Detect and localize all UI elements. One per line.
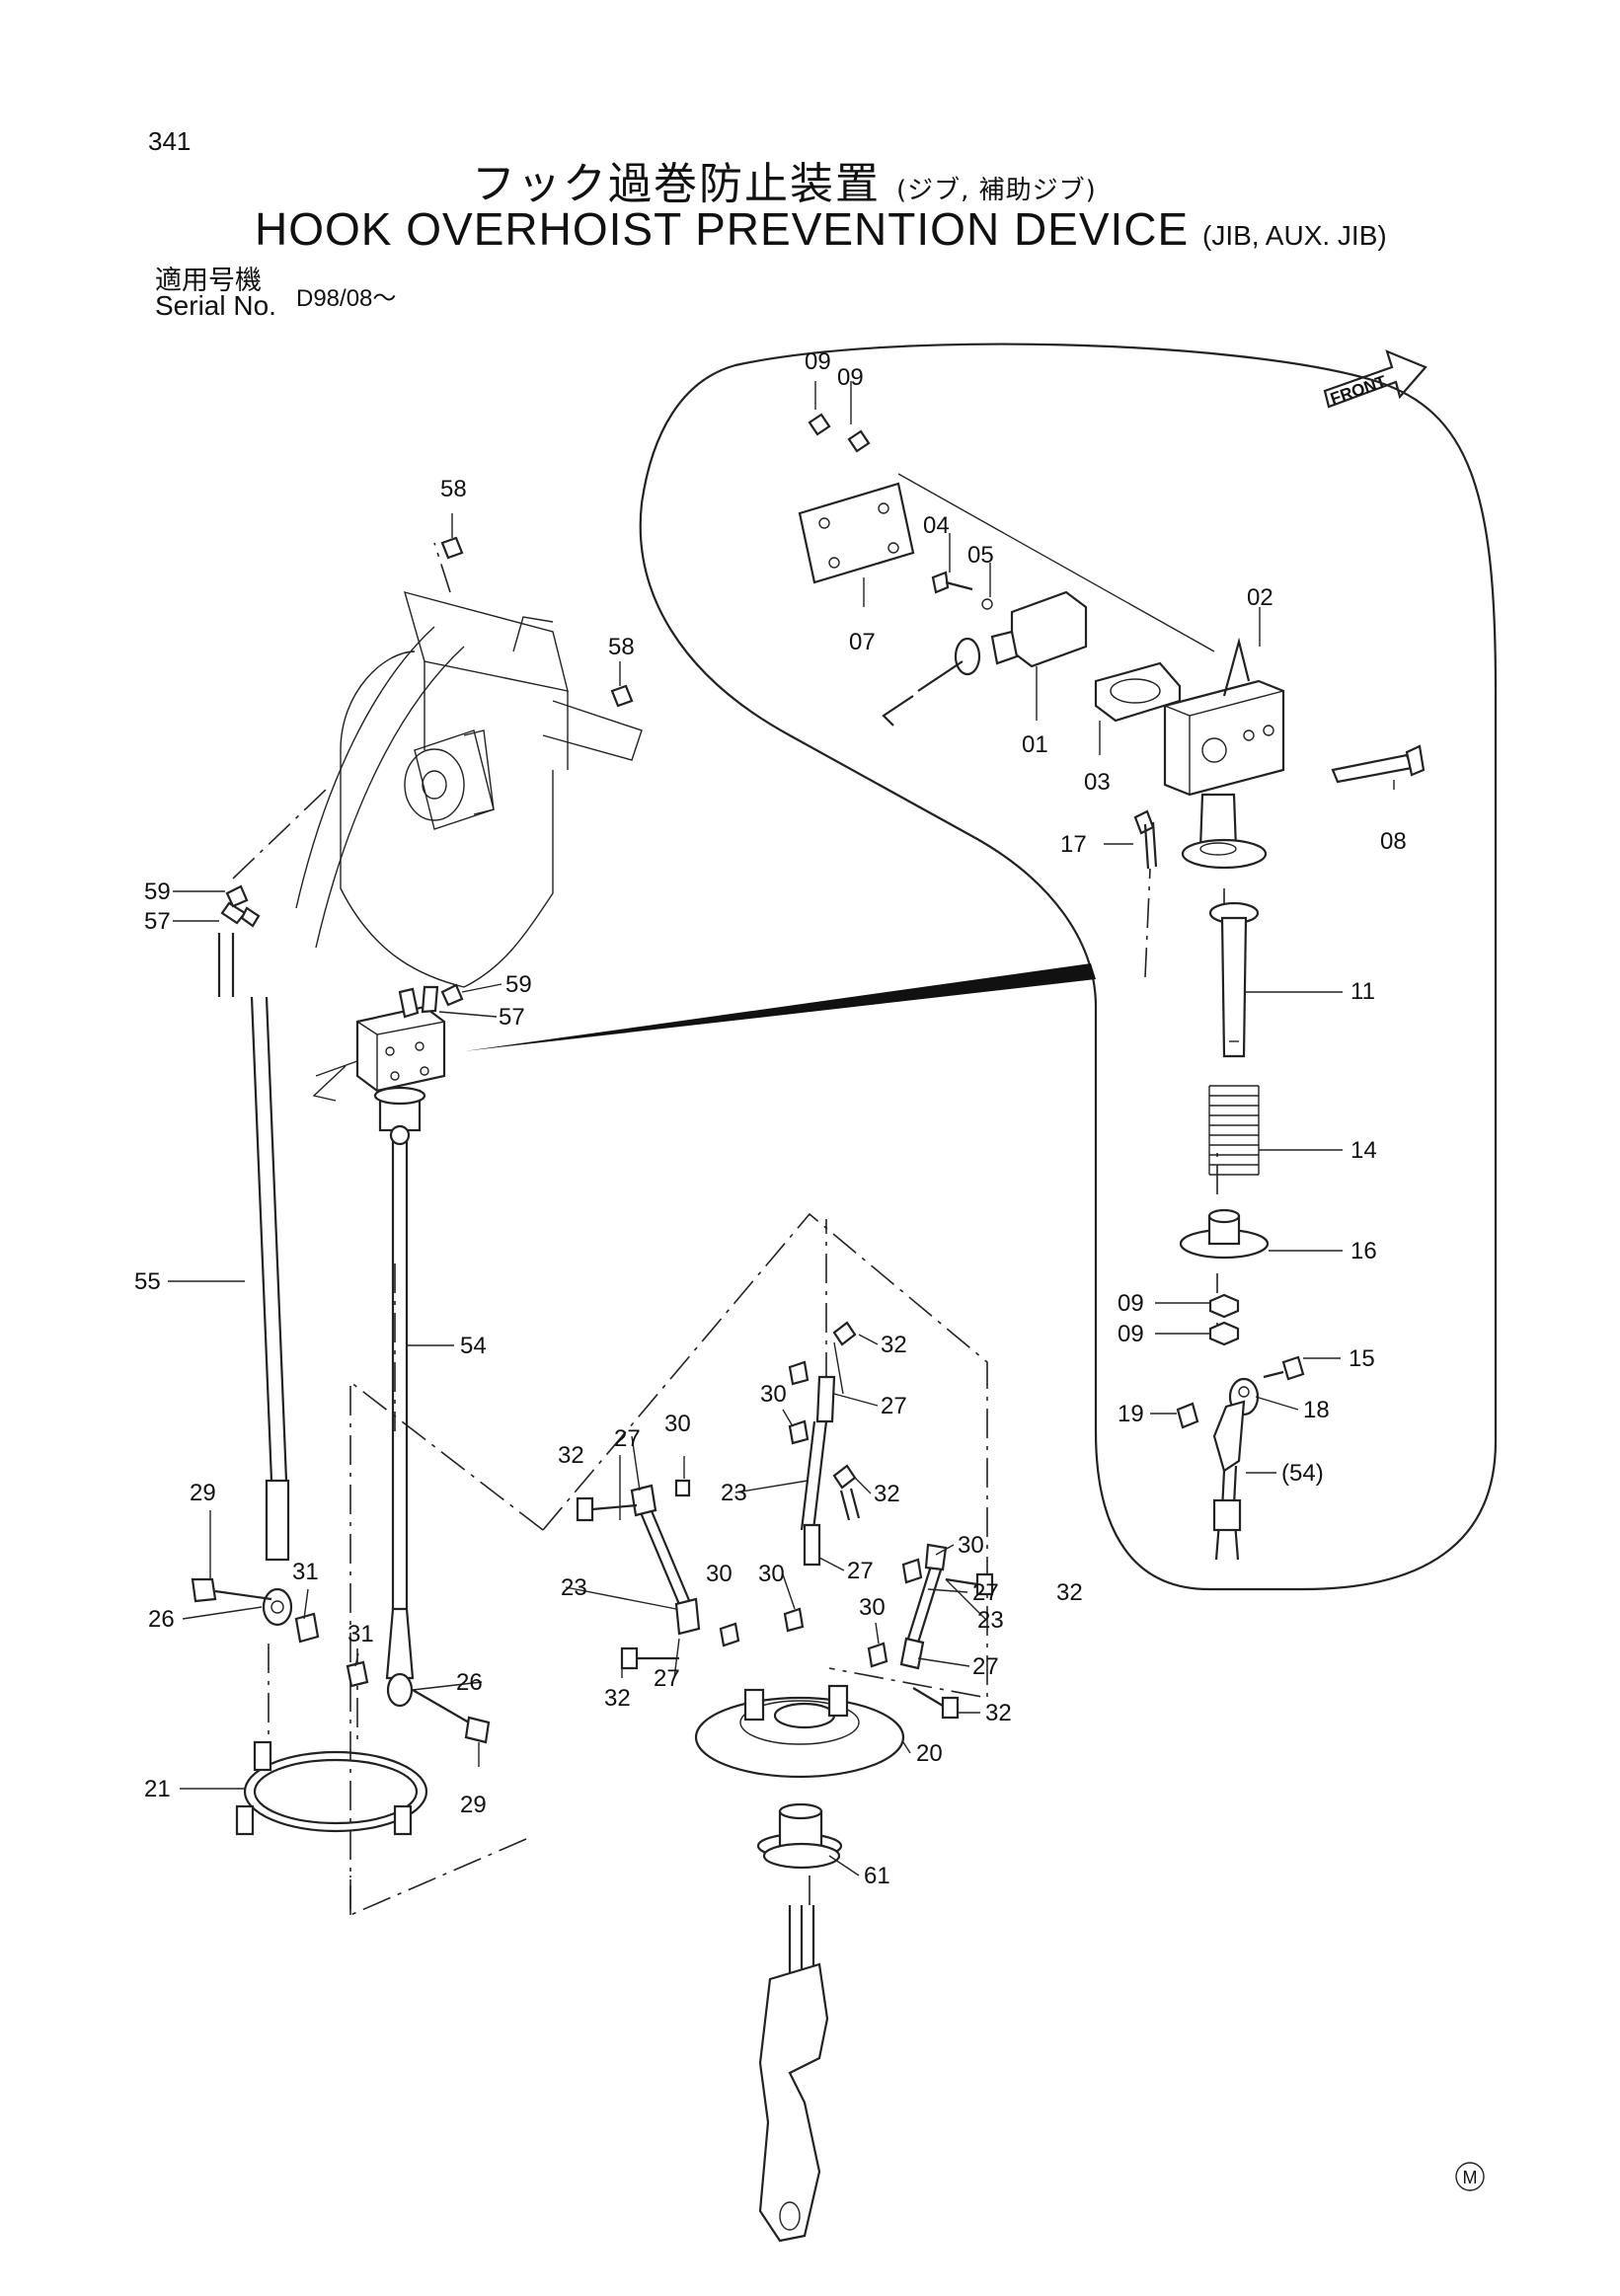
- part-59-label: 59: [505, 971, 532, 998]
- serial-label-english: Serial No.: [155, 290, 276, 321]
- part-61-label: 61: [864, 1863, 890, 1889]
- part-01-label: 01: [1022, 731, 1048, 758]
- part-32-label: 32: [874, 1481, 900, 1507]
- part-03-label: 03: [1084, 769, 1111, 796]
- title-english: HOOK OVERHOIST PREVENTION DEVICE (JIB, A…: [255, 202, 1387, 256]
- part-54-reference-label: (54): [1281, 1460, 1324, 1487]
- hook-body-drawing: [758, 1905, 829, 2243]
- part-30-label: 30: [758, 1561, 785, 1587]
- part-09-label: 09: [805, 348, 831, 375]
- title-japanese-main: フック過巻防止装置: [472, 159, 881, 209]
- part-32-label: 32: [881, 1332, 907, 1358]
- title-japanese-sub: (ジブ, 補助ジブ): [896, 176, 1097, 205]
- page-number: 341: [148, 126, 192, 156]
- part-29-label: 29: [190, 1480, 216, 1506]
- part-32-label: 32: [1056, 1579, 1083, 1606]
- link-rods-23: [630, 1375, 948, 1670]
- part-32-label: 32: [985, 1700, 1012, 1726]
- title-japanese: フック過巻防止装置 (ジブ, 補助ジブ): [472, 148, 1097, 211]
- part-02-label: 02: [1247, 584, 1273, 611]
- part-09-label: 09: [1118, 1321, 1144, 1347]
- part-26-label: 26: [456, 1669, 483, 1696]
- part-54-label: 54: [460, 1333, 487, 1359]
- part-27-label: 27: [614, 1425, 641, 1452]
- part-32-label: 32: [558, 1442, 584, 1469]
- part-23-label: 23: [977, 1607, 1004, 1634]
- nuts-58-59: [225, 536, 634, 1007]
- part-31-label: 31: [292, 1559, 319, 1585]
- part-55-label: 55: [134, 1268, 161, 1295]
- leader-lines: [168, 381, 1395, 1876]
- part-19-label: 19: [1118, 1401, 1144, 1427]
- wire-rope-54: [385, 1214, 415, 1708]
- part-23-label: 23: [721, 1480, 747, 1506]
- part-27-label: 27: [972, 1653, 999, 1680]
- part-31-label: 31: [347, 1621, 374, 1647]
- part-30-label: 30: [760, 1381, 787, 1408]
- part-30-label: 30: [664, 1411, 691, 1437]
- part-32-label: 32: [604, 1685, 631, 1712]
- ring-21: [235, 1740, 428, 1836]
- part-30-label: 30: [706, 1561, 733, 1587]
- part-17-label: 17: [1060, 831, 1087, 858]
- part-26-label: 26: [148, 1606, 175, 1633]
- part-58-label: 58: [440, 476, 467, 502]
- part-number-labels: 09 09 07 04 05 01 03 02 08 17 11 14 16 0…: [134, 348, 1407, 1889]
- serial-value: D98/08～: [296, 285, 397, 312]
- part-04-label: 04: [923, 512, 950, 539]
- part-08-label: 08: [1380, 828, 1407, 855]
- pins-and-nuts: [191, 1577, 491, 1744]
- part-57-label: 57: [499, 1004, 525, 1031]
- m-mark-label: M: [1463, 2168, 1478, 2187]
- part-18-label: 18: [1303, 1397, 1330, 1423]
- part-05-label: 05: [967, 542, 994, 569]
- part-27-label: 27: [654, 1665, 680, 1692]
- limit-switch-assembly: [312, 985, 446, 1214]
- wire-rope-55: [217, 901, 293, 1627]
- part-30-label: 30: [859, 1594, 886, 1621]
- title-english-sub: (JIB, AUX. JIB): [1202, 220, 1387, 251]
- part-21-label: 21: [144, 1776, 171, 1802]
- part-09-label: 09: [837, 364, 864, 391]
- bolts-32-nuts-30: [576, 1321, 994, 1720]
- part-20-label: 20: [916, 1740, 943, 1767]
- part-30-label: 30: [958, 1532, 984, 1559]
- part-58-label: 58: [608, 634, 635, 660]
- part-59-label: 59: [144, 879, 171, 905]
- detail-switch-parts: [798, 413, 1426, 870]
- part-11-label: 11: [1350, 978, 1375, 1005]
- part-27-label: 27: [847, 1558, 874, 1584]
- part-27-label: 27: [881, 1393, 907, 1419]
- part-27-label: 27: [972, 1579, 999, 1606]
- part-09-label: 09: [1118, 1290, 1144, 1317]
- part-16-label: 16: [1350, 1238, 1377, 1264]
- detail-stopper-parts: [1176, 901, 1305, 1561]
- bushing-61: [756, 1802, 843, 1870]
- part-15-label: 15: [1349, 1345, 1375, 1372]
- callout-pointer: [464, 963, 1096, 1051]
- part-23-label: 23: [561, 1574, 587, 1601]
- part-07-label: 07: [849, 629, 876, 655]
- part-14-label: 14: [1350, 1137, 1377, 1164]
- part-29-label: 29: [460, 1792, 487, 1818]
- plate-20: [694, 1684, 905, 1779]
- part-57-label: 57: [144, 908, 171, 935]
- jib-structure-drawing: [295, 591, 643, 988]
- m-mark: M: [1455, 2162, 1485, 2191]
- serial-label-japanese: 適用号機: [155, 266, 262, 296]
- title-english-main: HOOK OVERHOIST PREVENTION DEVICE: [255, 203, 1190, 255]
- detail-callout-outline: [639, 343, 1498, 1591]
